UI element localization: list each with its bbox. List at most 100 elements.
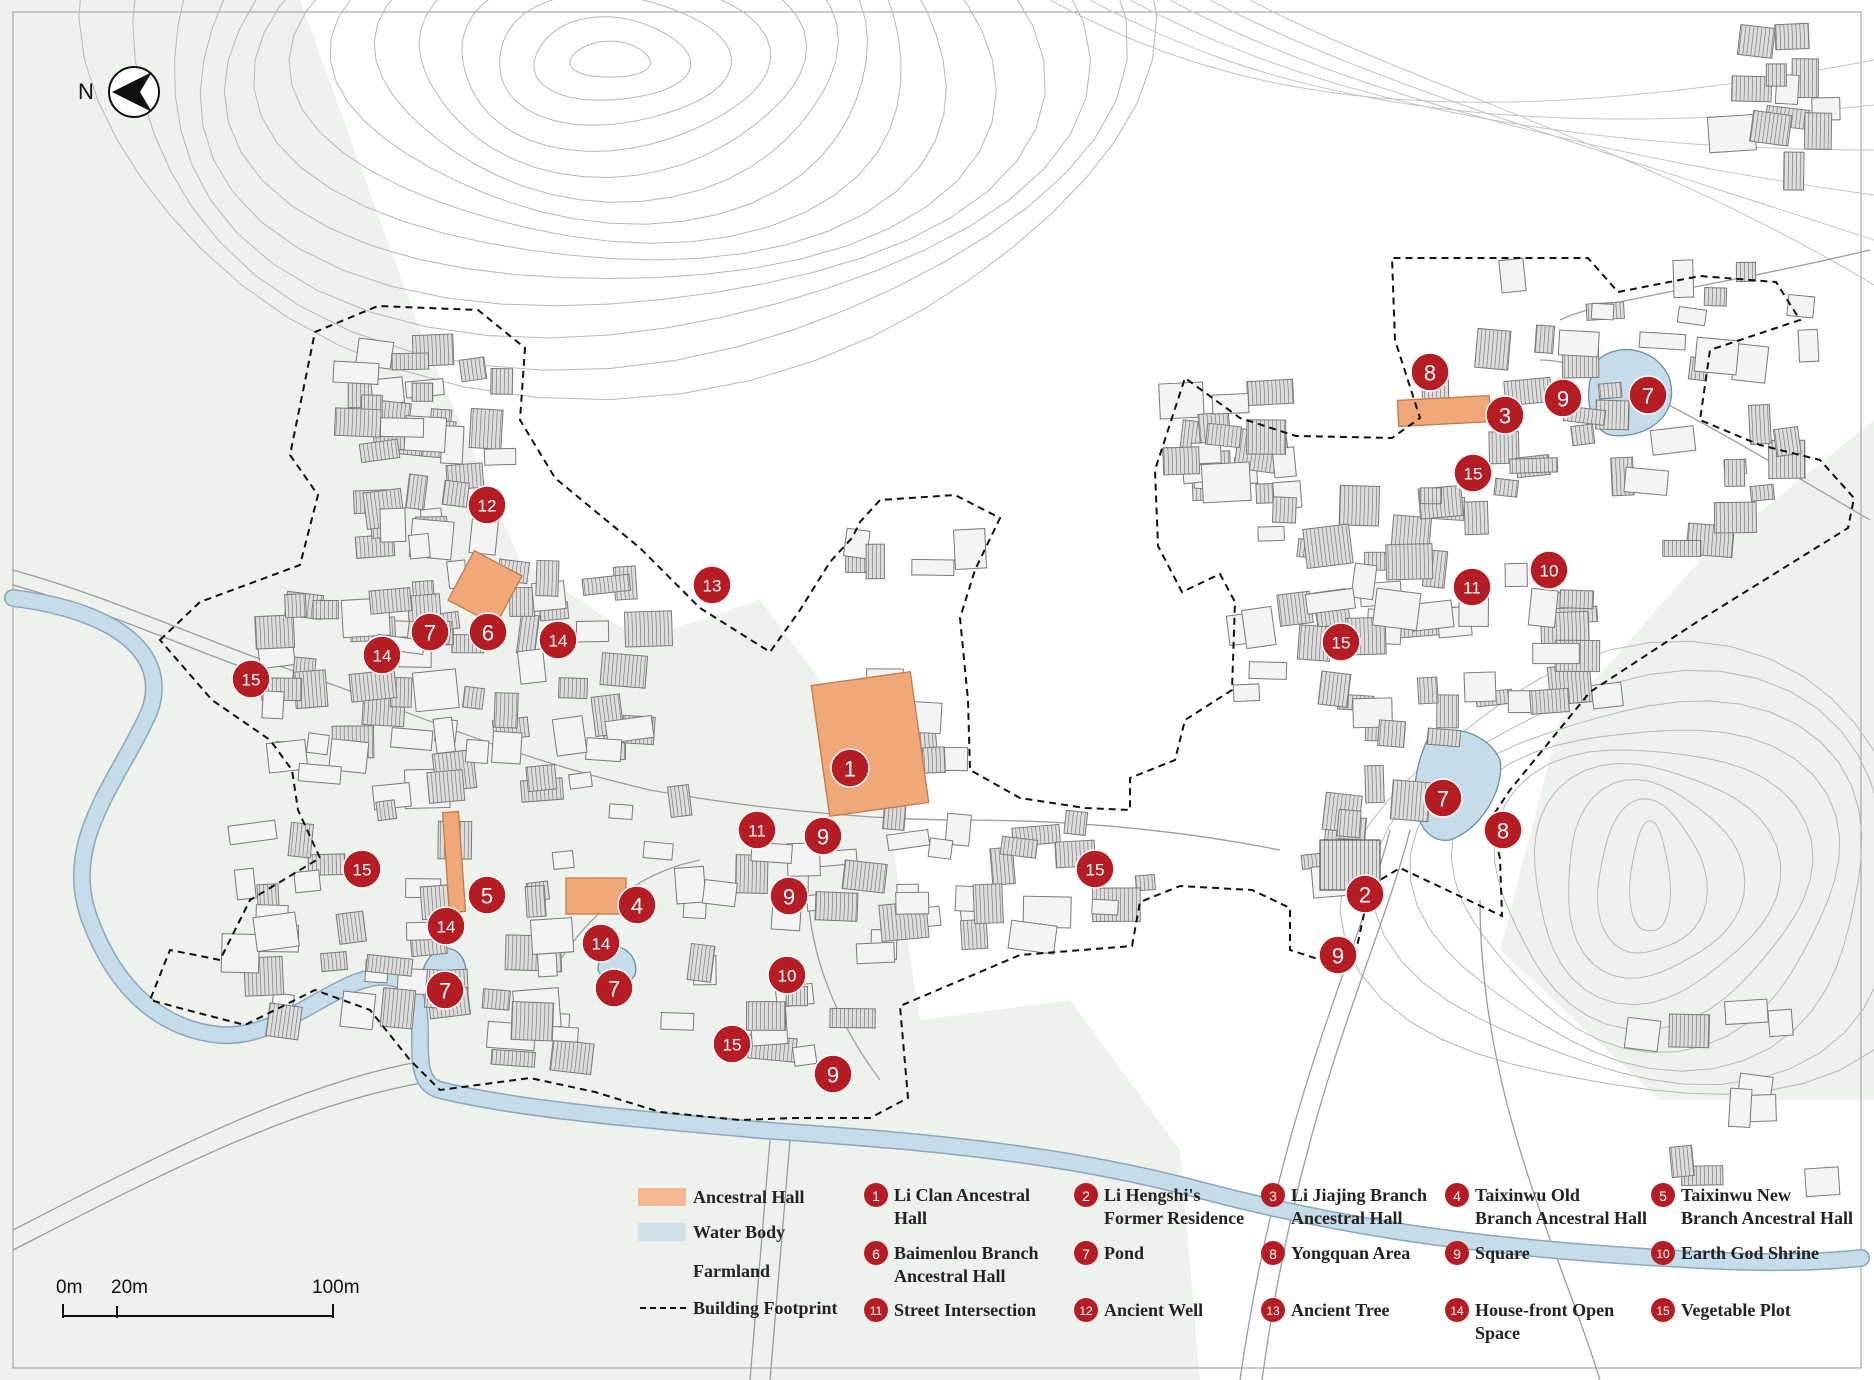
marker-circle (1423, 778, 1463, 818)
marker-number: 14 (437, 918, 456, 937)
marker-circle (231, 659, 271, 699)
building (1416, 676, 1439, 705)
building (312, 599, 339, 620)
marker-circle (1453, 453, 1493, 493)
legend-area-water-body: Water Body (638, 1222, 785, 1242)
building (1271, 496, 1297, 524)
marker-number: 11 (1463, 579, 1481, 598)
map-marker-14: 14 (426, 906, 466, 946)
marker-number: 9 (827, 1063, 839, 1088)
map-marker-7: 7 (594, 968, 634, 1008)
legend-marker-number: 13 (1266, 1304, 1280, 1318)
marker-circle (594, 968, 634, 1008)
marker-number: 11 (748, 822, 766, 841)
contour-line-east-hill (1533, 762, 1782, 1006)
contour-line-north-hill (329, 0, 869, 225)
legend-marker-circle (1445, 1298, 1469, 1322)
legend-marker-circle (1074, 1183, 1098, 1207)
building (1246, 419, 1287, 455)
building (265, 738, 309, 774)
building (391, 352, 430, 371)
legend-item-label: Street Intersection (894, 1300, 1036, 1320)
building (1736, 24, 1776, 59)
legend-marker-circle (1074, 1298, 1098, 1322)
legend-label: Water Body (693, 1222, 785, 1242)
building (404, 473, 429, 511)
legend-marker-number: 9 (1453, 1246, 1461, 1262)
legend-marker-circle (864, 1298, 888, 1322)
map-marker-8: 8 (1410, 352, 1450, 392)
marker-number: 15 (1086, 861, 1105, 880)
building (332, 360, 380, 385)
map-marker-9: 9 (1543, 378, 1583, 418)
building (599, 652, 649, 689)
building (1730, 75, 1773, 103)
scale-label-1: 20m (111, 1277, 148, 1298)
legend-marker-number: 2 (1082, 1188, 1090, 1204)
marker-circle (468, 612, 508, 652)
map-marker-5: 5 (467, 875, 507, 915)
building (972, 883, 1004, 925)
building (389, 727, 434, 751)
scale-label-0: 0m (56, 1277, 82, 1298)
building (1649, 425, 1697, 456)
building (426, 769, 466, 804)
building (1063, 809, 1089, 837)
building (604, 714, 655, 745)
road (12, 569, 1281, 851)
road (769, 1139, 791, 1380)
building (1385, 543, 1434, 581)
building (1426, 727, 1462, 748)
contour-line-north-hill (569, 40, 651, 78)
building (481, 988, 512, 1011)
marker-circle (538, 620, 578, 660)
building (490, 368, 514, 395)
legend-item-label: Vegetable Plot (1681, 1300, 1791, 1320)
contour-line-east-hill (1629, 820, 1671, 932)
contour-lines (78, 0, 1874, 1095)
marker-number: 10 (778, 967, 797, 986)
building (411, 668, 460, 713)
building (335, 910, 367, 945)
legend-marker-circle (1074, 1241, 1098, 1265)
building (227, 819, 278, 846)
compass-arrow-icon (112, 72, 152, 112)
legend-marker-number: 8 (1269, 1246, 1277, 1262)
marker-number: 2 (1359, 883, 1371, 908)
map-marker-12: 12 (467, 485, 507, 525)
building (441, 479, 470, 508)
marker-number: 12 (478, 497, 497, 516)
marker-number: 3 (1499, 404, 1511, 429)
building (220, 933, 261, 974)
legend-item-label: Branch Ancestral Hall (1475, 1208, 1647, 1228)
legend-marker-circle (1445, 1183, 1469, 1207)
building (1765, 63, 1787, 87)
contour-line-north-hill (418, 0, 808, 179)
legend-area-building-footprint: Building Footprint (640, 1298, 838, 1318)
map-marker-7: 7 (1628, 375, 1668, 415)
marker-circle (1628, 375, 1668, 415)
marker-circle (737, 810, 777, 850)
legend-marker-number: 12 (1079, 1304, 1093, 1318)
map-marker-11: 11 (737, 810, 777, 850)
marker-circle (1485, 395, 1525, 435)
building (368, 586, 413, 615)
building (1504, 562, 1528, 588)
building (1304, 587, 1357, 615)
marker-circle (803, 816, 843, 856)
building (1493, 477, 1520, 498)
road (1559, 249, 1871, 321)
building (1091, 898, 1119, 916)
contour-line-north-hill (253, 0, 947, 261)
marker-circle (692, 565, 732, 605)
legend-item-label: Pond (1104, 1243, 1144, 1263)
footprint-boundary (148, 257, 1856, 1122)
legend-item-label: Ancient Well (1104, 1300, 1203, 1320)
